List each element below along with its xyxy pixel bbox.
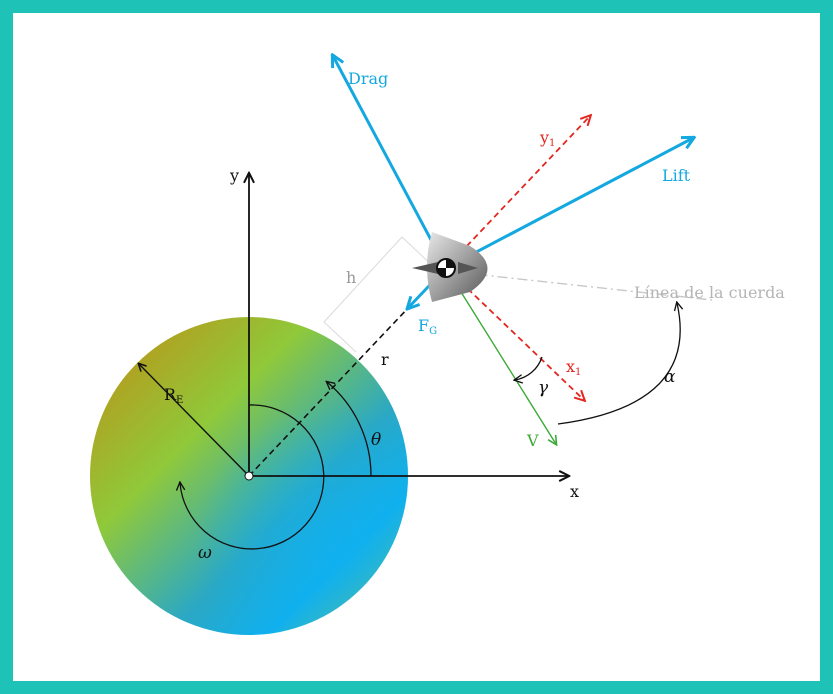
theta-arc (327, 382, 372, 477)
lift-label: Lift (662, 166, 691, 185)
theta-label: θ (371, 430, 381, 450)
velocity-vector (445, 267, 556, 444)
altitude-label: h (346, 268, 356, 287)
orbit-radius-line (248, 267, 447, 477)
altitude-bracket (323, 236, 438, 353)
y1-label: y1 (539, 128, 555, 149)
y-axis-label: y (229, 166, 239, 185)
alpha-arc (557, 303, 680, 425)
orbit-radius-label: r (381, 350, 389, 369)
lift-vector (445, 138, 693, 270)
omega-label: ω (198, 543, 212, 563)
x-axis-label: x (570, 482, 579, 501)
fg-label: FG (418, 316, 437, 337)
gamma-arc (515, 356, 543, 380)
y1-body-axis (445, 116, 590, 269)
earth-radius-label: RE (164, 385, 183, 406)
velocity-label: V (526, 431, 539, 450)
spacecraft (412, 232, 488, 302)
drag-vector (333, 56, 448, 269)
earth-radius-arrow (139, 364, 250, 477)
omega-arc (180, 404, 325, 550)
drag-label: Drag (348, 69, 388, 88)
x1-label: x1 (566, 357, 581, 378)
center-of-mass-icon (436, 258, 456, 278)
chord-line-label: Línea de la cuerda (634, 283, 785, 302)
gamma-label: γ (538, 378, 549, 398)
alpha-label: α (664, 367, 676, 387)
origin-point (244, 471, 254, 481)
